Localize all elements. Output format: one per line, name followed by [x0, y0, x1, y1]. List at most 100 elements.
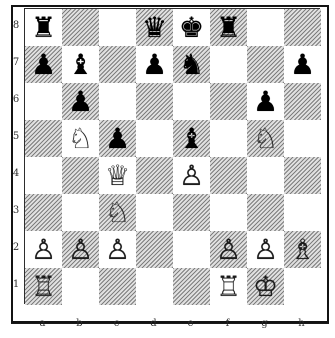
square-e4[interactable]: ♙: [173, 157, 210, 194]
square-g2[interactable]: ♙: [247, 231, 284, 268]
square-f2[interactable]: ♙: [210, 231, 247, 268]
square-c5[interactable]: ♟: [99, 120, 136, 157]
square-f7[interactable]: [210, 46, 247, 83]
square-h4[interactable]: [284, 157, 321, 194]
square-a2[interactable]: ♙: [25, 231, 62, 268]
white-king-piece[interactable]: ♔: [247, 268, 284, 305]
white-knight-piece[interactable]: ♘: [247, 120, 284, 157]
square-c2[interactable]: ♙: [99, 231, 136, 268]
white-pawn-piece[interactable]: ♙: [247, 231, 284, 268]
white-knight-piece[interactable]: ♘: [62, 120, 99, 157]
square-h1[interactable]: [284, 268, 321, 305]
square-c3[interactable]: ♘: [99, 194, 136, 231]
square-d7[interactable]: ♟: [136, 46, 173, 83]
square-h7[interactable]: ♟: [284, 46, 321, 83]
square-b3[interactable]: [62, 194, 99, 231]
square-a5[interactable]: [25, 120, 62, 157]
square-f5[interactable]: [210, 120, 247, 157]
square-h6[interactable]: [284, 83, 321, 120]
square-b5[interactable]: ♘: [62, 120, 99, 157]
square-h3[interactable]: [284, 194, 321, 231]
black-queen-piece[interactable]: ♛: [136, 9, 173, 46]
square-g5[interactable]: ♘: [247, 120, 284, 157]
black-rook-piece[interactable]: ♜: [25, 9, 62, 46]
white-pawn-piece[interactable]: ♙: [62, 231, 99, 268]
square-b1[interactable]: [62, 268, 99, 305]
white-bishop-piece[interactable]: ♗: [284, 231, 321, 268]
black-pawn-piece[interactable]: ♟: [99, 120, 136, 157]
square-e2[interactable]: [173, 231, 210, 268]
square-b7[interactable]: ♝: [62, 46, 99, 83]
black-pawn-piece[interactable]: ♟: [136, 46, 173, 83]
white-pawn-piece[interactable]: ♙: [173, 157, 210, 194]
square-e1[interactable]: [173, 268, 210, 305]
square-f6[interactable]: [210, 83, 247, 120]
square-a7[interactable]: ♟: [25, 46, 62, 83]
square-b6[interactable]: ♟: [62, 83, 99, 120]
square-f4[interactable]: [210, 157, 247, 194]
black-pawn-piece[interactable]: ♟: [62, 83, 99, 120]
square-e7[interactable]: ♞: [173, 46, 210, 83]
square-e6[interactable]: [173, 83, 210, 120]
black-king-piece[interactable]: ♚: [173, 9, 210, 46]
white-pawn-piece[interactable]: ♙: [25, 231, 62, 268]
square-d6[interactable]: [136, 83, 173, 120]
black-pawn-piece[interactable]: ♟: [247, 83, 284, 120]
square-c4[interactable]: ♕: [99, 157, 136, 194]
square-f3[interactable]: [210, 194, 247, 231]
square-c7[interactable]: [99, 46, 136, 83]
square-h8[interactable]: [284, 9, 321, 46]
square-b8[interactable]: [62, 9, 99, 46]
square-a6[interactable]: [25, 83, 62, 120]
white-pawn-piece[interactable]: ♙: [210, 231, 247, 268]
square-f1[interactable]: ♖: [210, 268, 247, 305]
square-e8[interactable]: ♚: [173, 9, 210, 46]
white-queen-piece[interactable]: ♕: [99, 157, 136, 194]
square-d4[interactable]: [136, 157, 173, 194]
square-b4[interactable]: [62, 157, 99, 194]
square-a1[interactable]: ♖: [25, 268, 62, 305]
square-d8[interactable]: ♛: [136, 9, 173, 46]
square-g1[interactable]: ♔: [247, 268, 284, 305]
square-b2[interactable]: ♙: [62, 231, 99, 268]
square-g4[interactable]: [247, 157, 284, 194]
square-a8[interactable]: ♜: [25, 9, 62, 46]
black-pawn-piece[interactable]: ♟: [25, 46, 62, 83]
square-d5[interactable]: [136, 120, 173, 157]
black-bishop-piece[interactable]: ♝: [173, 120, 210, 157]
square-a4[interactable]: [25, 157, 62, 194]
bottom-edge-line: [11, 323, 329, 324]
rank-label: 6: [12, 95, 20, 105]
square-a3[interactable]: [25, 194, 62, 231]
square-g8[interactable]: [247, 9, 284, 46]
square-d1[interactable]: [136, 268, 173, 305]
square-h5[interactable]: [284, 120, 321, 157]
rank-label: 8: [12, 21, 20, 31]
square-g6[interactable]: ♟: [247, 83, 284, 120]
square-g3[interactable]: [247, 194, 284, 231]
rank-label: 3: [12, 206, 20, 216]
white-pawn-piece[interactable]: ♙: [99, 231, 136, 268]
file-label: g: [246, 319, 283, 329]
square-c1[interactable]: [99, 268, 136, 305]
white-rook-piece[interactable]: ♖: [210, 268, 247, 305]
file-label: f: [209, 319, 246, 329]
black-rook-piece[interactable]: ♜: [210, 9, 247, 46]
file-label: d: [135, 319, 172, 329]
white-rook-piece[interactable]: ♖: [25, 268, 62, 305]
square-d3[interactable]: [136, 194, 173, 231]
black-knight-piece[interactable]: ♞: [173, 46, 210, 83]
square-e5[interactable]: ♝: [173, 120, 210, 157]
chess-board: ♜♛♚♜♟♝♟♞♟♟♟♘♟♝♘♕♙♘♙♙♙♙♙♗♖♖♔: [24, 8, 320, 304]
square-h2[interactable]: ♗: [284, 231, 321, 268]
square-c8[interactable]: [99, 9, 136, 46]
square-e3[interactable]: [173, 194, 210, 231]
rank-label: 4: [12, 169, 20, 179]
square-f8[interactable]: ♜: [210, 9, 247, 46]
black-pawn-piece[interactable]: ♟: [284, 46, 321, 83]
square-c6[interactable]: [99, 83, 136, 120]
square-g7[interactable]: [247, 46, 284, 83]
white-knight-piece[interactable]: ♘: [99, 194, 136, 231]
square-d2[interactable]: [136, 231, 173, 268]
black-bishop-piece[interactable]: ♝: [62, 46, 99, 83]
